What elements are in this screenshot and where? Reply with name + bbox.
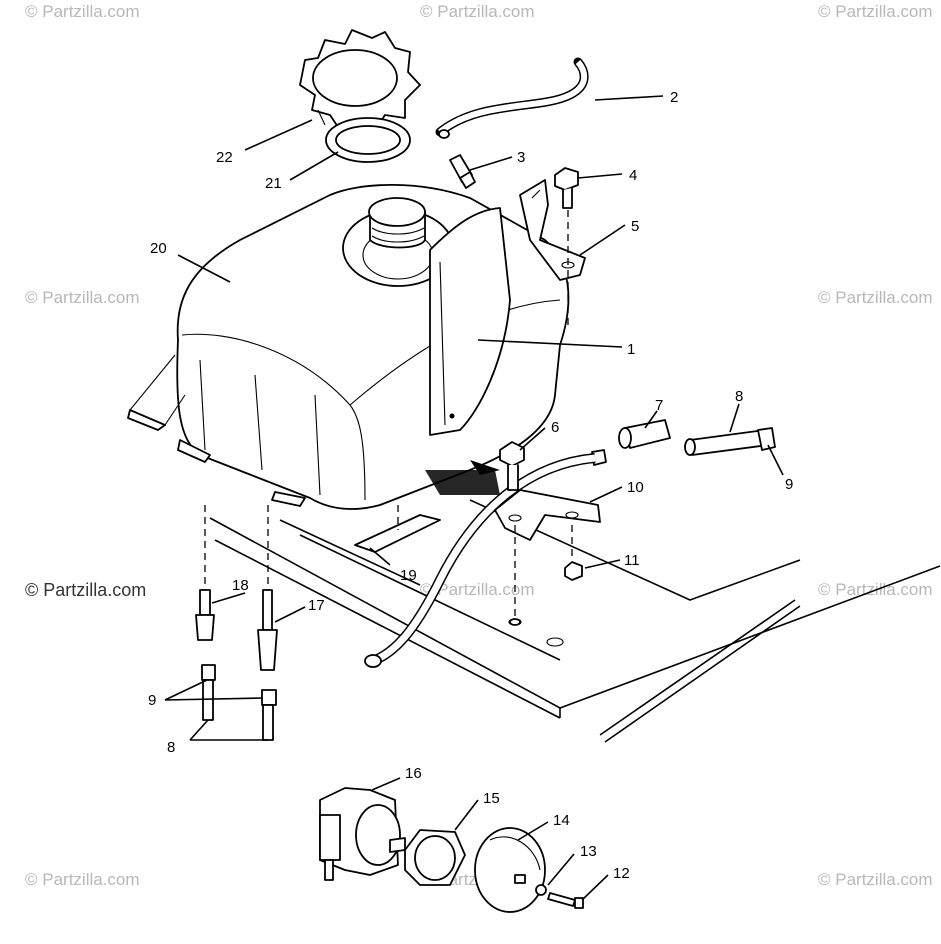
callout-5: 5	[631, 218, 639, 235]
callout-18: 18	[232, 577, 249, 594]
callout-4: 4	[629, 167, 637, 184]
callout-14: 14	[553, 812, 570, 829]
callout-19: 19	[400, 567, 417, 584]
callout-6: 6	[551, 419, 559, 436]
callout-8-left: 8	[167, 739, 175, 756]
bolt-4	[554, 167, 579, 330]
callout-15: 15	[483, 790, 500, 807]
frame-deck	[209, 499, 941, 743]
watermark: © Partzilla.com	[818, 870, 933, 889]
watermark: © Partzilla.com	[25, 870, 140, 889]
fuel-line-long	[364, 453, 596, 668]
callout-9-left: 9	[148, 692, 156, 709]
callout-20: 20	[150, 240, 167, 257]
fuel-tank	[127, 184, 570, 510]
callout-10: 10	[627, 479, 644, 496]
vent-fitting	[449, 154, 476, 189]
callout-7: 7	[655, 397, 663, 414]
pad-19	[354, 505, 441, 553]
callout-22: 22	[216, 149, 233, 166]
watermark: © Partzilla.com	[420, 2, 535, 21]
callout-16: 16	[405, 765, 422, 782]
watermark: © Partzilla.com	[420, 580, 535, 599]
petcock-fittings	[195, 505, 278, 741]
fuel-line-right	[591, 419, 776, 466]
callout-12: 12	[613, 865, 630, 882]
callout-11: 11	[624, 552, 640, 569]
leader-lines	[164, 95, 784, 901]
callout-9-right: 9	[785, 476, 793, 493]
watermark: © Partzilla.com	[25, 2, 140, 21]
watermark: © Partzilla.com	[818, 2, 933, 21]
callout-8-right: 8	[735, 388, 743, 405]
callout-1: 1	[627, 341, 635, 358]
watermark: © Partzilla.com	[25, 580, 147, 600]
petcock-assembly	[319, 787, 584, 913]
fuel-cap	[299, 29, 421, 163]
vent-hose	[435, 57, 589, 139]
watermark: © Partzilla.com	[25, 288, 140, 307]
callout-17: 17	[308, 597, 325, 614]
mount-hardware	[494, 441, 601, 626]
callout-3: 3	[517, 149, 525, 166]
watermark: © Partzilla.com	[818, 288, 933, 307]
callout-2: 2	[670, 89, 678, 106]
callout-13: 13	[580, 843, 597, 860]
callout-21: 21	[265, 175, 282, 192]
